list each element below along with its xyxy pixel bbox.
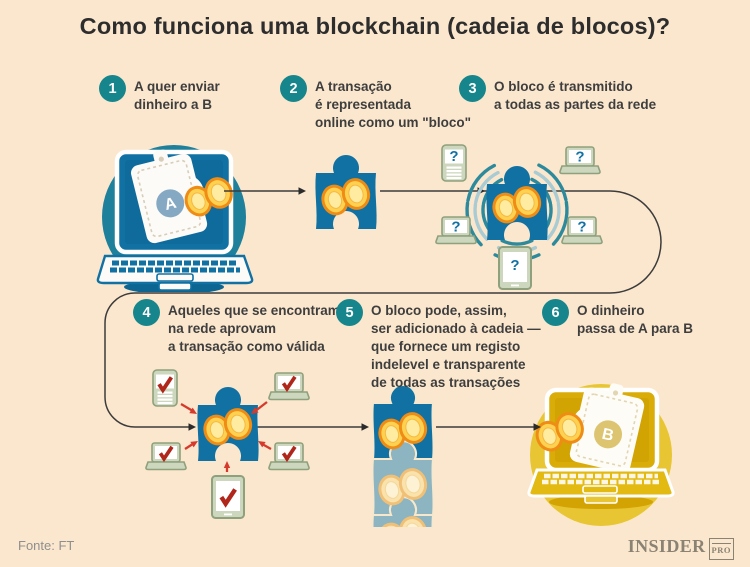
logo-main-text: INSIDER — [627, 536, 706, 556]
approval-arrows — [180, 401, 272, 472]
insider-pro-logo: INSIDER PRO — [628, 537, 734, 560]
step-3-badge: 3 — [459, 75, 486, 102]
question-mark: ? — [577, 219, 586, 236]
wallet-a-letter: A — [163, 195, 179, 214]
chain-illustration — [371, 385, 435, 527]
question-mark: ? — [575, 149, 584, 166]
wallet-a: A — [131, 149, 208, 244]
step-6: 6 O dinheiro passa de A para B — [542, 299, 693, 338]
step-4: 4 Aqueles que se encontram na rede aprov… — [133, 299, 340, 356]
step-5-badge: 5 — [336, 299, 363, 326]
page-title: Como funciona uma blockchain (cadeia de … — [79, 13, 671, 39]
step-2: 2 A transação é representada online como… — [280, 75, 471, 132]
broadcast-illustration: ? ? ? ? ? — [435, 144, 603, 290]
block-illustration — [315, 155, 377, 229]
laptop-touchpad — [156, 273, 194, 282]
logo-pro-text: PRO — [711, 543, 731, 555]
step-5-text: O bloco pode, assim, ser adicionado à ca… — [371, 303, 541, 390]
step-1-text: A quer enviar dinheiro a B — [134, 79, 220, 112]
approval-illustration — [145, 369, 310, 519]
step-6-badge: 6 — [542, 299, 569, 326]
step-4-text: Aqueles que se encontram na rede aprovam… — [168, 303, 340, 354]
step-5: 5 O bloco pode, assim, ser adicionado à … — [336, 299, 541, 392]
question-mark: ? — [449, 148, 458, 165]
wallet-b-letter: B — [600, 426, 615, 445]
flow-line-main — [104, 190, 662, 428]
step-2-badge: 2 — [280, 75, 307, 102]
laptop-touchpad — [582, 485, 618, 494]
logo-pro-box: PRO — [708, 538, 734, 560]
laptop-b-illustration: B — [527, 383, 675, 526]
step-2-text: A transação é representada online como u… — [315, 79, 472, 130]
question-mark: ? — [510, 257, 519, 274]
wallet-a-badge — [156, 189, 185, 218]
step-3-text: O bloco é transmitido a todas as partes … — [494, 79, 657, 112]
step-1: 1 A quer enviar dinheiro a B — [99, 75, 220, 114]
source-note: Fonte: FT — [18, 538, 75, 553]
step-3: 3 O bloco é transmitido a todas as parte… — [459, 75, 656, 114]
step-1-badge: 1 — [99, 75, 126, 102]
step-4-badge: 4 — [133, 299, 160, 326]
wallet-b-badge — [594, 420, 623, 449]
question-mark: ? — [451, 219, 460, 236]
step-6-text: O dinheiro passa de A para B — [577, 303, 694, 336]
laptop-a-illustration: A — [96, 145, 254, 292]
